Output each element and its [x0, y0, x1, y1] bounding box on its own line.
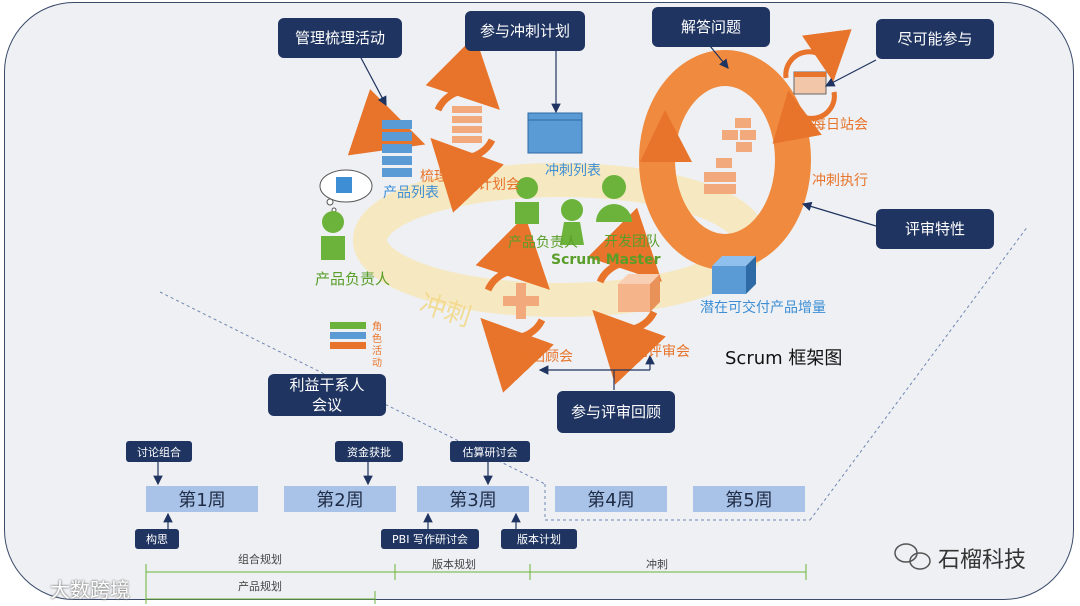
note-ideation: 构思	[135, 529, 179, 549]
label-increment: 潜在可交付产品增量	[700, 300, 826, 316]
legend-char: 动	[372, 358, 382, 369]
label-retrospective: 冲刺回顾会	[503, 349, 573, 365]
brick-stack	[704, 118, 756, 194]
phase-release: 版本规划	[432, 558, 476, 571]
legend-char: 色	[372, 334, 382, 345]
note-release-plan: 版本计划	[501, 529, 577, 549]
role-legend	[330, 322, 366, 349]
dotted-guides	[159, 225, 1029, 521]
sprint-backlog-board	[527, 112, 583, 154]
week-4: 第4周	[555, 486, 667, 512]
backlog-stack	[382, 120, 412, 177]
label-scrum-master: Scrum Master	[551, 252, 661, 268]
label-grooming: 梳理	[420, 169, 448, 185]
wechat-icon	[894, 543, 931, 570]
week-2: 第2周	[284, 486, 396, 512]
legend-vertical-text: 角 色 活 动	[372, 322, 382, 370]
label-sprint-review: 冲刺评审会	[620, 344, 690, 360]
note-discuss-portfolio: 讨论组合	[126, 441, 192, 462]
note-funding: 资金获批	[335, 441, 403, 462]
phase-sprint: 冲刺	[646, 558, 668, 571]
label-product-owner-mid: 产品负责人	[508, 235, 578, 251]
person-sm	[560, 199, 584, 245]
callout-stakeholder: 利益干系人 会议	[268, 374, 386, 416]
timeline-arrows	[153, 462, 521, 530]
retro-plus	[503, 283, 539, 319]
callout-review-retro: 参与评审回顾	[557, 391, 675, 433]
legend-char: 角	[372, 322, 382, 333]
stakeholder-line2: 会议	[311, 396, 342, 414]
callout-grooming: 管理梳理活动	[278, 18, 402, 58]
callout-participate: 尽可能参与	[876, 19, 994, 59]
note-pbi-workshop: PBI 写作研讨会	[381, 529, 479, 549]
label-sprint-execution: 冲刺执行	[812, 173, 868, 189]
callout-answer: 解答问题	[652, 7, 770, 47]
label-dev-team: 开发团队	[604, 234, 660, 250]
person-team	[596, 175, 632, 222]
week-5: 第5周	[693, 486, 805, 512]
label-daily-standup: 每日站会	[812, 117, 868, 133]
phase-portfolio: 组合规划	[238, 553, 282, 566]
label-product-backlog: 产品列表	[383, 185, 439, 201]
label-sprint-backlog: 冲刺列表	[545, 163, 601, 179]
phase-brackets	[145, 564, 807, 604]
watermark-left: 大数跨境	[50, 578, 130, 602]
week-1: 第1周	[146, 486, 258, 512]
callout-review-features: 评审特性	[876, 209, 994, 249]
review-cube	[618, 284, 650, 312]
cloud-cube	[336, 177, 352, 193]
week-3: 第3周	[417, 486, 529, 512]
person-po-left	[321, 211, 345, 260]
planning-stack	[452, 106, 482, 143]
legend-char: 活	[372, 346, 382, 357]
stakeholder-line1: 利益干系人	[289, 376, 365, 394]
cycle-arrows	[347, 29, 852, 393]
diagram-title: Scrum 框架图	[725, 348, 843, 369]
person-po-mid	[515, 177, 539, 224]
label-product-owner: 产品负责人	[315, 270, 391, 288]
callout-arrows	[359, 45, 877, 390]
phase-product-planning: 产品规划	[238, 580, 282, 593]
note-estimation: 估算研讨会	[450, 441, 530, 462]
increment-cube	[712, 256, 756, 266]
watermark-right: 石榴科技	[938, 548, 1027, 573]
label-sprint-planning: 冲刺计划会	[450, 177, 520, 193]
callout-sprint-planning: 参与冲刺计划	[465, 11, 585, 51]
execution-arrowhead	[640, 110, 692, 162]
